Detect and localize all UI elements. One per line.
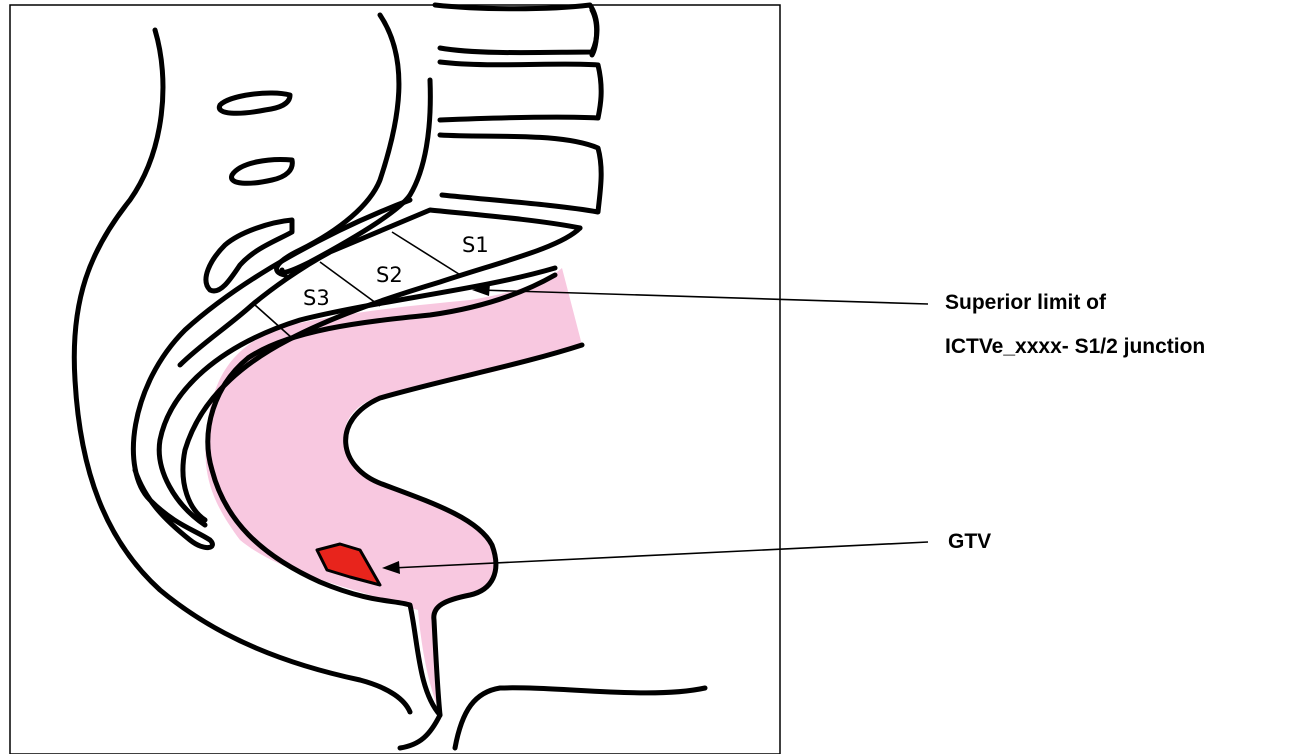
perineum-posterior (400, 715, 440, 748)
spinous-process-1 (219, 93, 290, 113)
sacral-label-s2: S2 (376, 263, 403, 287)
spine-posterior-tail (592, 10, 597, 55)
sacral-label-s1: S1 (462, 233, 489, 257)
gtv-label: GTV (948, 530, 991, 553)
spinous-process-2 (232, 160, 293, 184)
vertebra-l5 (440, 135, 601, 212)
anal-canal-skin (455, 688, 705, 748)
superior-limit-label-line1: Superior limit of (945, 291, 1107, 314)
sacral-label-s3: S3 (303, 286, 330, 310)
superior-limit-label-line2: ICTVe_xxxx- S1/2 junction (945, 335, 1205, 358)
vertebra-l5-upper (440, 62, 601, 120)
vertebra-l4 (435, 5, 597, 53)
sacral-canal-posterior (277, 15, 399, 275)
